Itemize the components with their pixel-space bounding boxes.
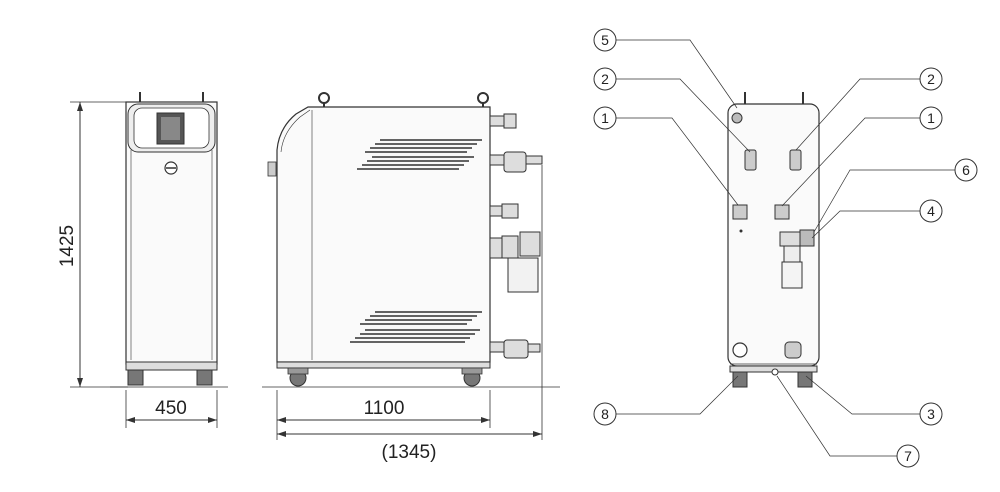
callout-1-right: 1 — [919, 106, 943, 130]
callout-5: 5 — [593, 28, 617, 52]
svg-text:5: 5 — [601, 32, 609, 48]
callout-4: 4 — [919, 199, 943, 223]
svg-text:2: 2 — [927, 71, 935, 87]
callout-3: 3 — [919, 402, 943, 426]
callout-1-left: 1 — [593, 106, 617, 130]
lifting-eye-icon — [477, 92, 489, 104]
svg-text:2: 2 — [601, 71, 609, 87]
caster-icon — [127, 369, 144, 386]
callout-2-right: 2 — [919, 67, 943, 91]
svg-text:1: 1 — [927, 110, 935, 126]
callout-6: 6 — [954, 158, 978, 182]
lifting-eye-icon — [318, 92, 330, 104]
side-view: 1100 (1345) — [262, 92, 560, 463]
vent-grille-lower — [350, 311, 482, 343]
caster-icon — [196, 369, 213, 386]
svg-text:1: 1 — [601, 110, 609, 126]
front-width-dimension: 450 — [155, 398, 187, 419]
svg-text:3: 3 — [927, 406, 935, 422]
svg-text:4: 4 — [927, 203, 935, 219]
svg-text:7: 7 — [904, 448, 912, 464]
rear-view: 5 2 1 2 1 6 4 8 — [593, 28, 978, 468]
callout-8: 8 — [593, 402, 617, 426]
overall-depth-dimension: (1345) — [382, 442, 437, 463]
side-depth-dimension: 1100 — [364, 398, 405, 419]
rear-fittings — [489, 113, 543, 359]
height-dimension: 1425 — [57, 225, 78, 267]
vent-grille-upper — [357, 139, 482, 170]
svg-text:6: 6 — [962, 162, 970, 178]
svg-text:8: 8 — [601, 406, 609, 422]
callout-7: 7 — [896, 444, 920, 468]
callout-2-left: 2 — [593, 67, 617, 91]
front-view: 1425 450 — [57, 92, 228, 428]
